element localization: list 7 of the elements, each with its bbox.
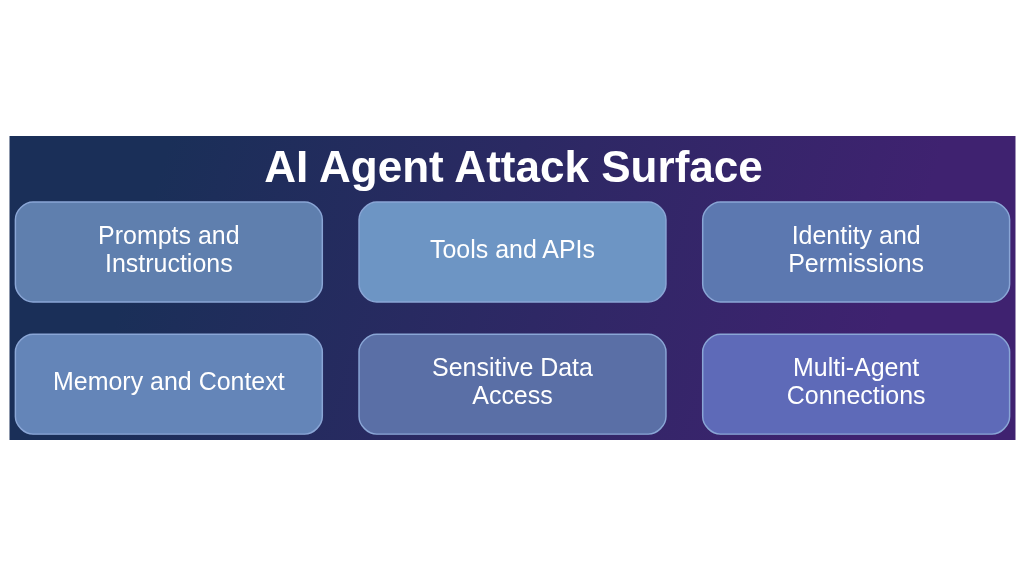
node-box: Tools and APIs (357, 201, 667, 303)
diagram-title: AI Agent Attack Surface (263, 141, 763, 191)
node-box: Sensitive Data Access (357, 333, 667, 435)
node-box: Identity and Permissions (701, 201, 1010, 303)
node-box: Multi-Agent Connections (701, 333, 1010, 435)
node-box: Prompts and Instructions (14, 201, 323, 303)
node-box: Memory and Context (14, 333, 323, 435)
